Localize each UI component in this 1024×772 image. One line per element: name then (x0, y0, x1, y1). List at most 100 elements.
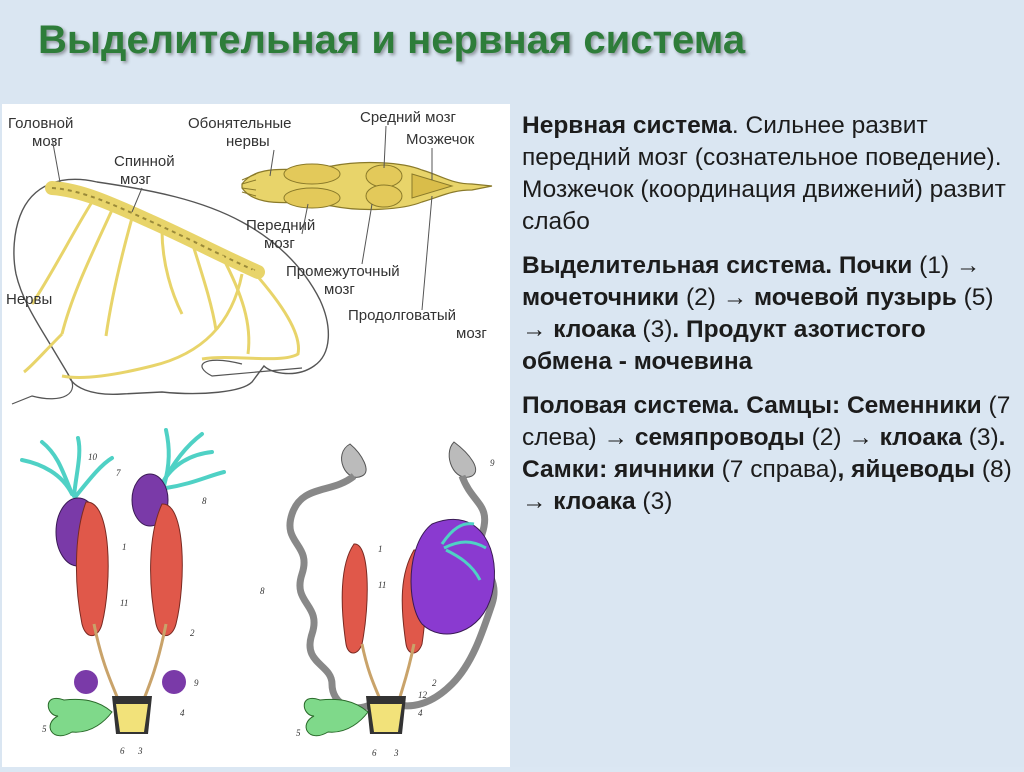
text-run: Нервная система (522, 112, 732, 139)
brain-shape (241, 161, 493, 211)
kidney-left-female (341, 543, 368, 654)
num-right-4: 4 (418, 708, 423, 718)
text-run: → мочеточники (522, 252, 981, 311)
num-right-1: 1 (378, 544, 383, 554)
text-run: (2) (685, 284, 723, 311)
fat-body-female (440, 522, 487, 581)
label-forebrain-2: мозг (264, 235, 295, 252)
brain-dorsal-view (241, 161, 493, 211)
num-left-10: 10 (88, 452, 98, 462)
text-run: (3) (968, 424, 999, 451)
bladder-male (47, 697, 113, 737)
num-right-9: 9 (490, 458, 495, 468)
male-urogenital-diagram (20, 428, 226, 737)
text-run: → клоака (522, 488, 643, 515)
leader-spinal (131, 187, 143, 213)
nerves (23, 201, 301, 379)
text-run: Выделительная система. Почки (522, 252, 920, 279)
oviduct-right (393, 474, 498, 710)
olfactory-nerve-fibers (241, 173, 257, 197)
num-left-11: 11 (120, 598, 128, 608)
spinal-cord-segments (51, 187, 259, 273)
oviduct-funnel-left (341, 443, 367, 478)
frog-outline (13, 178, 330, 396)
oviduct-left (286, 473, 374, 712)
num-right-2: 2 (432, 678, 437, 688)
text-run: (3) (642, 316, 673, 343)
text-run: → мочевой пузырь (722, 284, 964, 311)
label-olfactory-1: Обонятельные (188, 115, 292, 132)
text-run: (5) (963, 284, 994, 311)
num-left-9: 9 (194, 678, 199, 688)
organ-9-left-a (74, 670, 98, 694)
paragraph-nervous-system: Нервная система. Сильнее развит передний… (522, 110, 1016, 238)
frog-hindleg-outline (201, 359, 303, 377)
bladder-female (303, 697, 369, 737)
forebrain-right (283, 187, 341, 209)
ureter-left-male (92, 623, 122, 705)
num-right-3: 3 (393, 748, 399, 758)
label-midbrain: Средний мозг (360, 109, 457, 126)
text-run: , яйцеводы (837, 456, 982, 483)
text-run: . Сильнее развит передний мозг (сознател… (522, 112, 1006, 235)
paragraph-reproductive-system: Половая система. Самцы: Семенники (7 сле… (522, 390, 1016, 518)
fat-bodies-male (20, 428, 226, 498)
num-left-7: 7 (116, 468, 121, 478)
kidney-right-male (150, 503, 183, 637)
text-run: → клоака (848, 424, 969, 451)
leader-brain (51, 137, 61, 183)
text-run: (8) (981, 456, 1012, 483)
paragraph-excretory-system: Выделительная система. Почки (1) → мочет… (522, 250, 1016, 378)
ureter-right-male (140, 623, 168, 705)
female-urogenital-diagram (286, 441, 498, 737)
num-left-2: 2 (190, 628, 195, 638)
label-medulla-1: Продолговатый (348, 307, 456, 324)
label-medulla-2: мозг (456, 325, 487, 342)
label-brain-1: Головной (8, 115, 73, 132)
label-brain-2: мозг (32, 133, 63, 150)
diagram-number-labels: 10 7 8 1 11 2 9 4 5 6 3 9 8 1 11 2 12 4 … (42, 452, 495, 758)
num-right-12: 12 (418, 690, 428, 700)
slide-title: Выделительная и нервная система (38, 18, 746, 62)
text-panel: Нервная система. Сильнее развит передний… (522, 110, 1016, 530)
cloaca-interior-male (116, 704, 148, 732)
spinal-cord (45, 181, 265, 279)
num-left-6: 6 (120, 746, 125, 756)
label-spinal-2: мозг (120, 171, 151, 188)
num-right-11: 11 (378, 580, 386, 590)
oviduct-funnel-right (448, 441, 477, 478)
num-right-8: 8 (260, 586, 265, 596)
label-forebrain-1: Передний (246, 217, 315, 234)
num-left-1: 1 (122, 542, 127, 552)
anatomy-illustration: Головной мозг Спинной мозг Нервы (6, 109, 498, 758)
num-right-6: 6 (372, 748, 377, 758)
text-run: → клоака (522, 316, 643, 343)
frog-foreleg-outline (11, 373, 74, 405)
ureter-left-female (360, 643, 384, 705)
midbrain-right (365, 184, 403, 208)
text-run: (7 справа) (721, 456, 838, 483)
brain-leader-lines (269, 125, 433, 311)
text-run: Половая система. Самцы: Семенники (522, 392, 989, 419)
text-run: (7 слева) (522, 392, 1011, 451)
label-diencephalon-2: мозг (324, 281, 355, 298)
cloaca-interior-female (370, 704, 402, 732)
label-cerebellum: Мозжечок (406, 131, 475, 148)
midbrain-left (365, 164, 403, 188)
anatomy-figure: Головной мозг Спинной мозг Нервы (2, 104, 510, 767)
num-left-4: 4 (180, 708, 185, 718)
organ-9-left-b (162, 670, 186, 694)
num-left-3: 3 (137, 746, 143, 756)
text-run: (1) (919, 252, 956, 279)
num-right-5: 5 (296, 728, 301, 738)
text-run: . Продукт азотистого обмена - мочевина (522, 316, 926, 375)
kidney-left-male (75, 501, 109, 637)
forebrain-left (283, 163, 341, 185)
ovary-right (410, 518, 495, 635)
label-diencephalon-1: Промежуточный (286, 263, 400, 280)
ureter-right-female (396, 643, 416, 705)
text-run: (3) (642, 488, 673, 515)
label-spinal-1: Спинной (114, 153, 175, 170)
label-nerves: Нервы (6, 291, 52, 308)
